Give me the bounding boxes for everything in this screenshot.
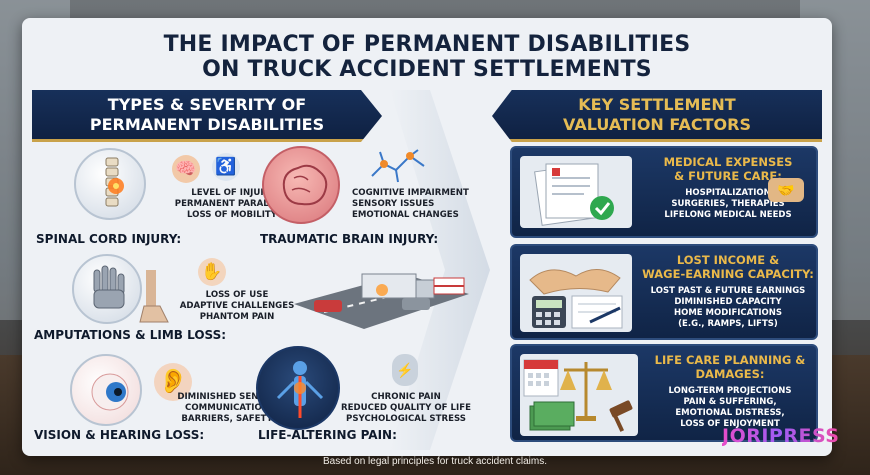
truck-crash-illustration	[284, 254, 474, 334]
vision-label: VISION & HEARING LOSS:	[34, 428, 205, 442]
pain-figure-icon: ⚡	[392, 354, 418, 386]
list-item: LONG-TERM PROJECTIONS	[668, 386, 792, 396]
brain-points: COGNITIVE IMPAIRMENT SENSORY ISSUES EMOT…	[352, 188, 469, 221]
factor-title-line-1: LIFE CARE PLANNING &	[654, 353, 806, 367]
list-item: LIFELONG MEDICAL NEEDS	[664, 210, 792, 220]
list-item: DIMINISHED CAPACITY	[674, 297, 782, 307]
list-item: DIMINISHED SENSES	[177, 392, 277, 402]
prosthetic-hand-icon	[72, 254, 142, 324]
list-item: SENSORY ISSUES	[352, 199, 435, 209]
nervous-system-icon	[256, 346, 340, 430]
factor-title-line-2: WAGE-EARNING CAPACITY:	[642, 267, 814, 281]
handshake-icon: 🤝	[768, 178, 804, 202]
disabilities-banner: TYPES & SEVERITY OF PERMANENT DISABILITI…	[32, 90, 382, 142]
list-item: LOSS OF USE	[205, 290, 269, 300]
spinal-points: LEVEL OF INJURY PERMANENT PARALYSIS LOSS…	[172, 188, 292, 221]
list-item: BARRIERS, SAFETY	[181, 414, 273, 424]
leg-prosthesis-icon	[132, 268, 172, 328]
spinal-label: SPINAL CORD INJURY:	[36, 232, 182, 246]
hand-icon: ✋	[198, 258, 226, 286]
spine-icon	[74, 148, 146, 220]
factor-title-line-2: DAMAGES:	[695, 367, 765, 381]
left-banner-line-2: PERMANENT DISABILITIES	[89, 114, 325, 134]
infographic-poster: THE IMPACT OF PERMANENT DISABILITIES ON …	[22, 18, 832, 456]
factor-title-line-1: MEDICAL EXPENSES	[663, 155, 793, 169]
list-item: LOST PAST & FUTURE EARNINGS	[650, 286, 806, 296]
list-item: LEVEL OF INJURY	[191, 188, 273, 198]
list-item: COMMUNICATION	[185, 403, 269, 413]
vision-points: DIMINISHED SENSES COMMUNICATION BARRIERS…	[172, 392, 282, 425]
ear-icon: 👂	[154, 363, 192, 401]
list-item: HOSPITALIZATION	[685, 188, 771, 198]
list-item: CHRONIC PAIN	[371, 392, 441, 402]
list-item: LOSS OF ENJOYMENT	[680, 419, 780, 429]
factor-title-line-1: LOST INCOME &	[676, 253, 780, 267]
list-item: EMOTIONAL CHANGES	[352, 210, 459, 220]
right-banner-line-2: VALUATION FACTORS	[563, 114, 751, 134]
right-banner-line-1: KEY SETTLEMENT	[578, 94, 736, 114]
factor-points: LOST PAST & FUTURE EARNINGS DIMINISHED C…	[638, 286, 818, 330]
amputation-points: LOSS OF USE ADAPTIVE CHALLENGES PHANTOM …	[172, 290, 302, 323]
amputation-label: AMPUTATIONS & LIMB LOSS:	[34, 328, 227, 342]
list-item: PAIN & SUFFERING,	[683, 397, 777, 407]
factor-title: LIFE CARE PLANNING & DAMAGES:	[644, 353, 816, 381]
brain-illustration-icon	[262, 146, 340, 224]
list-item: COGNITIVE IMPAIRMENT	[352, 188, 469, 198]
factor-card-life-care: LIFE CARE PLANNING & DAMAGES: LONG-TERM …	[510, 344, 818, 442]
footer-note: Based on legal principles for truck acci…	[323, 456, 547, 467]
factors-banner: KEY SETTLEMENT VALUATION FACTORS	[492, 90, 822, 142]
factor-points: HOSPITALIZATION SURGERIES, THERAPIES LIF…	[638, 188, 818, 221]
list-item: HOME MODIFICATIONS	[673, 308, 782, 318]
list-item: PERMANENT PARALYSIS	[174, 199, 290, 209]
brain-icon: 🧠	[172, 155, 200, 183]
brand-logo: JORIPRESS	[722, 425, 840, 447]
list-item: (E.G., RAMPS, LIFTS)	[678, 319, 778, 329]
eye-icon	[70, 354, 142, 426]
scales-of-justice-icon	[520, 354, 638, 436]
brain-label: TRAUMATIC BRAIN INJURY:	[260, 232, 439, 246]
list-item: SURGERIES, THERAPIES	[671, 199, 785, 209]
list-item: LOSS OF MOBILITY	[187, 210, 277, 220]
pain-points: CHRONIC PAIN REDUCED QUALITY OF LIFE PSY…	[340, 392, 472, 425]
wheelchair-icon: ♿	[212, 153, 240, 181]
calculator-icon	[520, 254, 632, 332]
factor-points: LONG-TERM PROJECTIONS PAIN & SUFFERING, …	[644, 386, 816, 430]
factor-title-line-2: & FUTURE CARE:	[674, 169, 782, 183]
list-item: PHANTOM PAIN	[199, 312, 275, 322]
pain-label: LIFE-ALTERING PAIN:	[258, 428, 397, 442]
factor-title: MEDICAL EXPENSES & FUTURE CARE:	[638, 155, 818, 183]
list-item: ADAPTIVE CHALLENGES	[179, 301, 295, 311]
list-item: PSYCHOLOGICAL STRESS	[346, 414, 466, 424]
factor-card-medical: MEDICAL EXPENSES & FUTURE CARE: HOSPITAL…	[510, 146, 818, 238]
list-item: EMOTIONAL DISTRESS,	[675, 408, 785, 418]
left-banner-line-1: TYPES & SEVERITY OF	[107, 94, 307, 114]
title-line-1: THE IMPACT OF PERMANENT DISABILITIES	[163, 32, 691, 57]
factor-card-income: LOST INCOME & WAGE-EARNING CAPACITY: LOS…	[510, 244, 818, 340]
neuron-icon	[362, 146, 432, 186]
factor-title: LOST INCOME & WAGE-EARNING CAPACITY:	[638, 253, 818, 281]
list-item: REDUCED QUALITY OF LIFE	[341, 403, 471, 413]
page-title: THE IMPACT OF PERMANENT DISABILITIES ON …	[22, 32, 832, 82]
medical-documents-icon	[520, 156, 632, 228]
title-line-2: ON TRUCK ACCIDENT SETTLEMENTS	[202, 57, 652, 82]
